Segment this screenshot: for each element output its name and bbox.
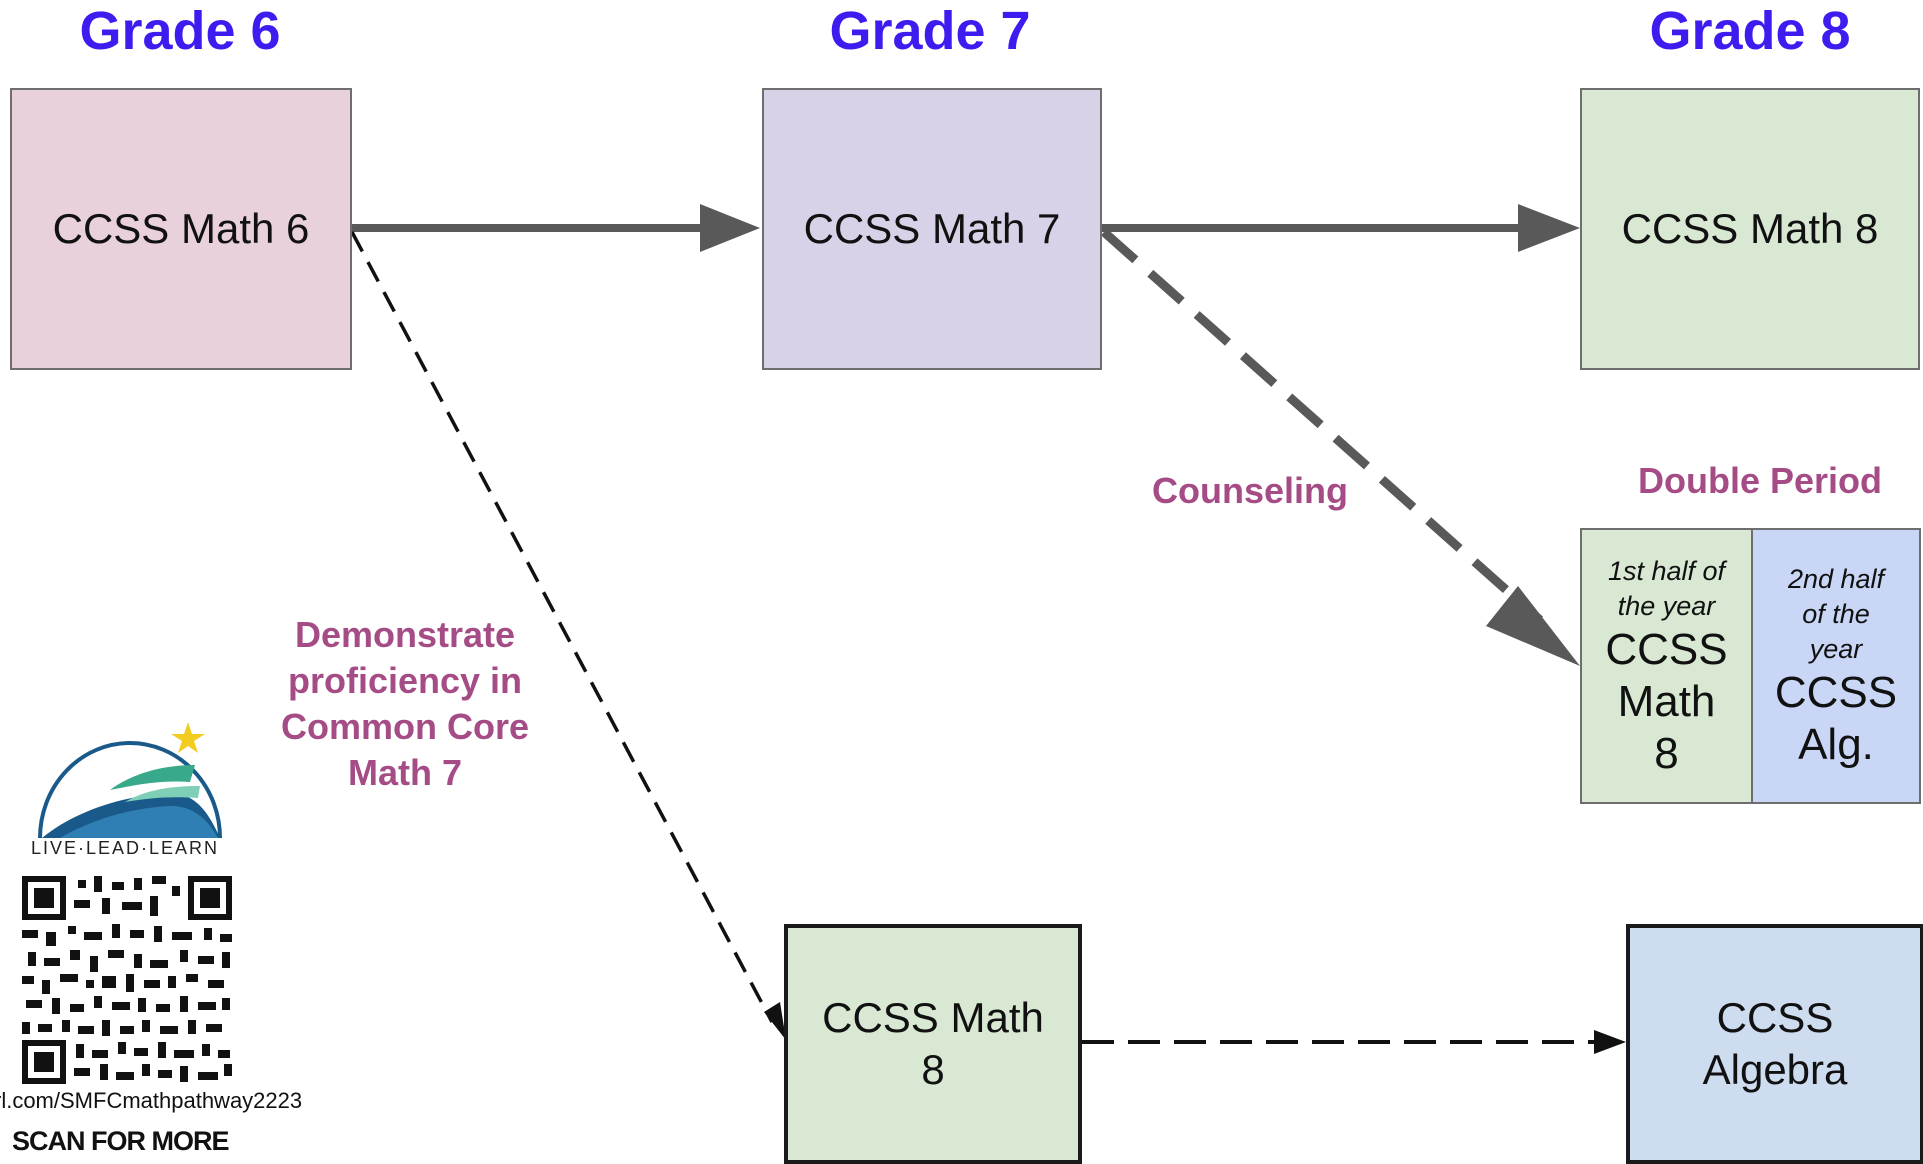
- second-half-course-2: Alg.: [1798, 720, 1874, 769]
- double-period-first-half: 1st half of the year CCSS Math 8: [1580, 528, 1753, 804]
- first-half-note-1: 1st half of: [1607, 556, 1726, 586]
- proficiency-line-2: proficiency in: [287, 660, 523, 701]
- counseling-label: Counseling: [1152, 470, 1348, 511]
- math8-accel-line1: CCSS Math: [822, 993, 1044, 1041]
- first-half-note-2: the year: [1617, 591, 1716, 621]
- logo-tagline: LIVE·LEAD·LEARN: [30, 838, 220, 858]
- second-half-course-1: CCSS: [1774, 668, 1898, 717]
- course-box-math7: CCSS Math 7: [762, 88, 1102, 370]
- arrow-math7-to-double-period: [1101, 228, 1543, 624]
- first-half-course-1: CCSS: [1605, 625, 1728, 674]
- scan-for-more: SCAN FOR MORE: [12, 1126, 229, 1156]
- double-period-second-half: 2nd half of the year CCSS Alg.: [1751, 528, 1921, 804]
- course-box-math8: CCSS Math 8: [1580, 88, 1920, 370]
- arrowhead-math6-to-math7: [700, 204, 760, 252]
- proficiency-line-4: Math 7: [347, 752, 462, 793]
- proficiency-line-3: Common Core: [280, 706, 529, 747]
- second-half-note-3: year: [1809, 634, 1863, 664]
- district-logo: [38, 722, 222, 839]
- arrowhead-math7-to-double-period: [1486, 586, 1580, 666]
- proficiency-label: Demonstrate proficiency in Common Core M…: [250, 612, 560, 796]
- grade-6-heading: Grade 6: [79, 1, 281, 61]
- double-period-title: Double Period: [1637, 460, 1883, 501]
- star-icon: [171, 722, 205, 753]
- proficiency-line-1: Demonstrate: [294, 614, 516, 655]
- arrow-math6-to-math8-accel: [350, 231, 774, 1023]
- arrowhead-math6-to-math8-accel: [764, 1002, 786, 1040]
- qr-code[interactable]: [22, 876, 232, 1084]
- course-box-algebra: CCSS Algebra: [1626, 924, 1923, 1164]
- algebra-line1: CCSS: [1716, 993, 1834, 1041]
- course-box-math6: CCSS Math 6: [10, 88, 352, 370]
- arrowhead-math8-to-algebra: [1594, 1030, 1626, 1054]
- arrowhead-math7-to-math8: [1518, 204, 1580, 252]
- first-half-course-3: 8: [1654, 729, 1679, 778]
- course-math6-label: CCSS Math 6: [52, 204, 310, 252]
- grade-7-heading: Grade 7: [829, 1, 1031, 61]
- second-half-note-1: 2nd half: [1787, 564, 1885, 594]
- algebra-line2: Algebra: [1702, 1046, 1848, 1093]
- course-math7-label: CCSS Math 7: [803, 204, 1061, 252]
- qr-url[interactable]: rl.com/SMFCmathpathway2223: [0, 1088, 303, 1113]
- second-half-note-2: of the: [1802, 599, 1870, 629]
- course-math8-label: CCSS Math 8: [1621, 204, 1879, 252]
- course-box-math8-accelerated: CCSS Math 8: [784, 924, 1082, 1164]
- first-half-course-2: Math: [1617, 677, 1716, 726]
- math8-accel-line2: 8: [921, 1046, 945, 1093]
- grade-8-heading: Grade 8: [1649, 1, 1851, 61]
